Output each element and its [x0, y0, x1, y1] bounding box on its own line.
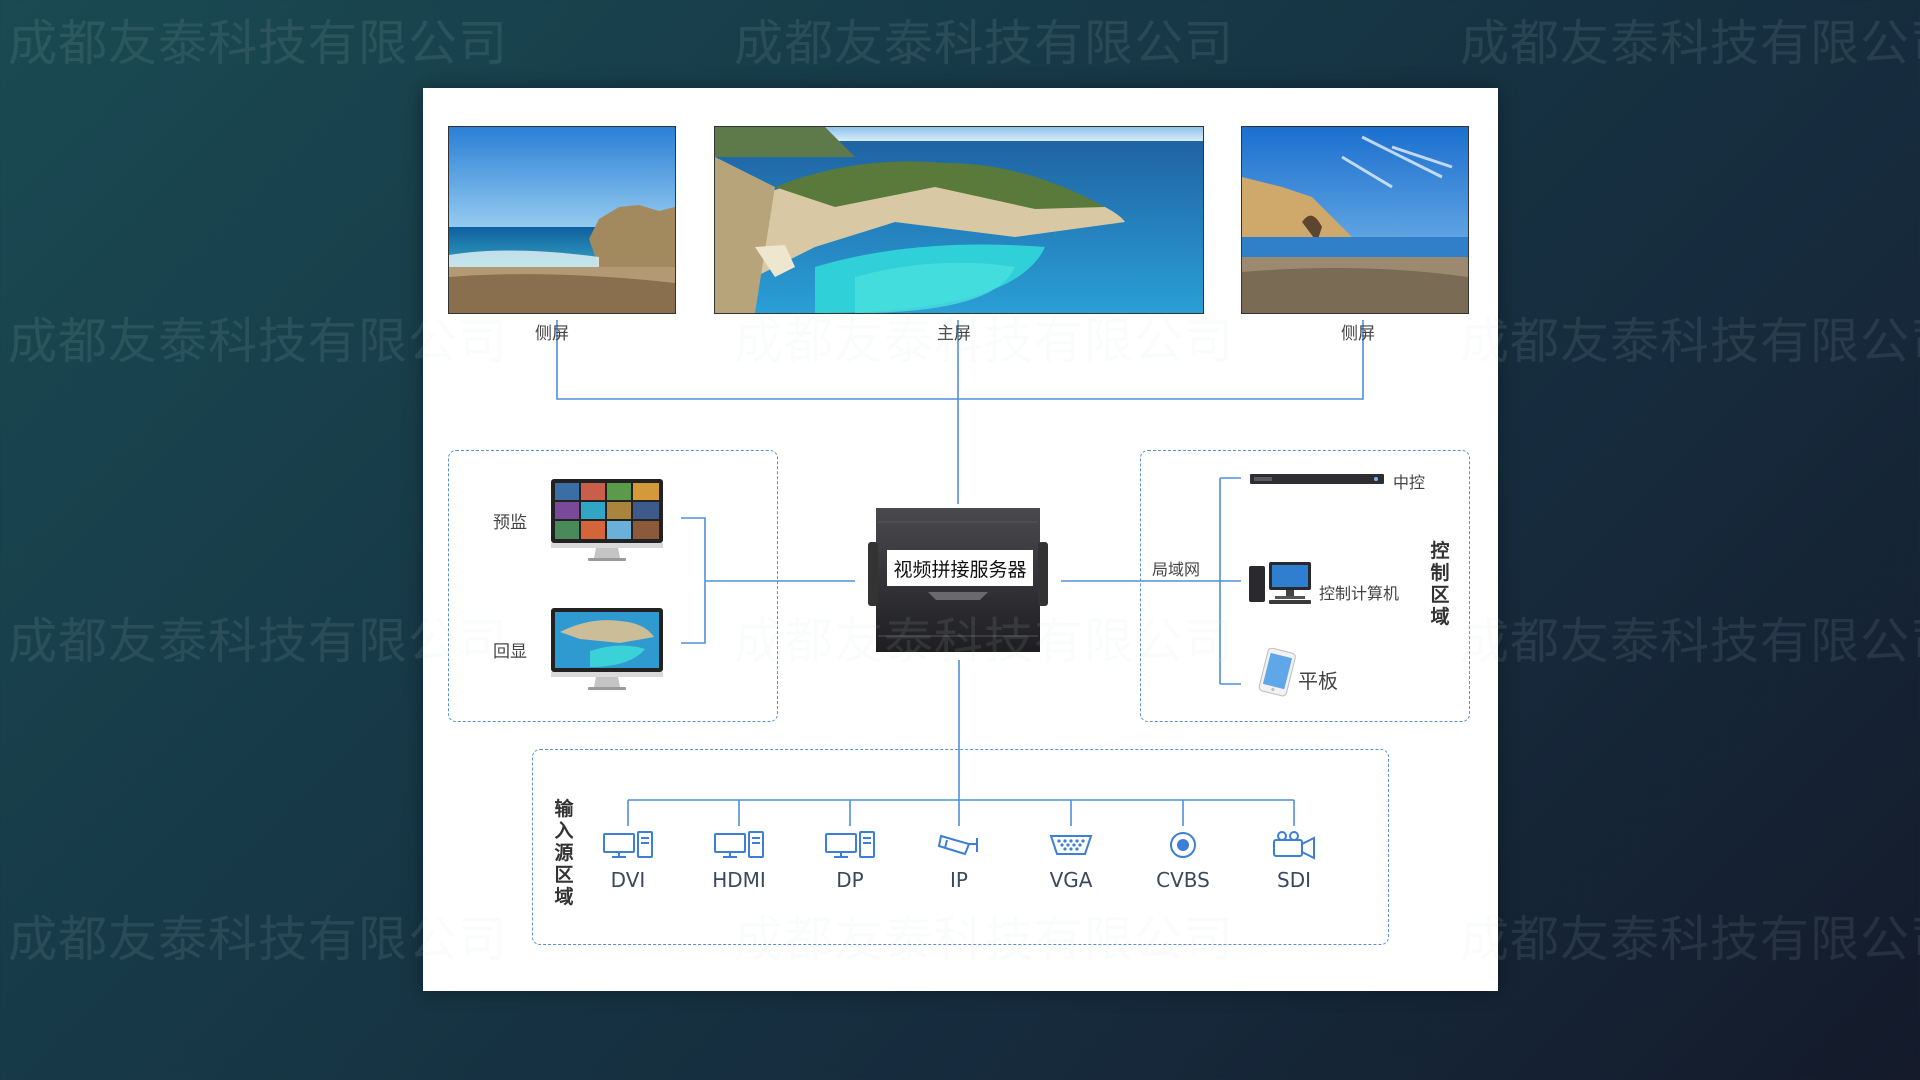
control-computer-label: 控制计算机: [1319, 584, 1400, 603]
input-source-dp: DP: [810, 830, 890, 892]
echo-label: 回显: [493, 642, 527, 662]
watermark: 成都友泰科技有限公司: [734, 15, 1235, 72]
input-source-name: CVBS: [1156, 868, 1210, 892]
central-control-device-icon: [1250, 474, 1384, 484]
input-source-name: VGA: [1049, 868, 1093, 892]
control-area: [1140, 450, 1470, 722]
input-source-vga: VGA: [1031, 830, 1111, 892]
monitoring-area: [448, 450, 778, 722]
right-side-screen: [1241, 126, 1469, 314]
watermark: 成都友泰科技有限公司: [1460, 613, 1920, 670]
main-screen: [714, 126, 1204, 314]
cove-image: [715, 127, 1203, 313]
right-side-screen-label: 侧屏: [1341, 324, 1375, 344]
control-area-label: 控制区域: [1430, 540, 1450, 628]
input-source-dvi: DVI: [588, 830, 668, 892]
left-side-screen: [448, 126, 676, 314]
monitor-pc-icon: [603, 831, 653, 858]
control-computer-icon: [1249, 562, 1311, 604]
watermark: 成都友泰科技有限公司: [1460, 911, 1920, 968]
monitor-pc-icon: [825, 831, 875, 858]
preview-monitor-icon: [551, 479, 663, 561]
monitor-pc-icon: [714, 831, 764, 858]
input-source-name: DVI: [610, 868, 646, 892]
input-source-sdi: SDI: [1254, 830, 1334, 892]
video-wall-server: 视频拼接服务器: [868, 508, 1048, 652]
diagram-panel: 侧屏 主屏 侧屏 预监 回显: [423, 88, 1498, 991]
main-screen-label: 主屏: [937, 324, 971, 344]
input-source-area: [532, 749, 1389, 945]
echo-monitor-icon: [551, 608, 663, 690]
input-source-name: HDMI: [712, 868, 766, 892]
watermark: 成都友泰科技有限公司: [1460, 313, 1920, 370]
input-source-name: IP: [950, 868, 968, 892]
cliff-image: [1242, 127, 1468, 313]
input-source-area-label: 输入源区域: [554, 798, 574, 908]
input-source-hdmi: HDMI: [699, 830, 779, 892]
tablet-label: 平板: [1298, 669, 1338, 693]
video-camera-icon: [1273, 831, 1315, 860]
ip-camera-icon: [937, 834, 978, 856]
vga-port-icon: [1049, 835, 1093, 855]
lan-label: 局域网: [1152, 560, 1201, 579]
input-source-name: SDI: [1277, 868, 1311, 892]
left-side-screen-label: 侧屏: [535, 324, 569, 344]
input-source-cvbs: CVBS: [1143, 830, 1223, 892]
input-source-ip: IP: [919, 830, 999, 892]
preview-label: 预监: [493, 513, 527, 533]
server-label: 视频拼接服务器: [887, 550, 1033, 586]
watermark: 成都友泰科技有限公司: [1460, 15, 1920, 72]
input-source-name: DP: [836, 868, 864, 892]
seascape-image: [449, 127, 675, 313]
tablet-icon: [1258, 648, 1296, 697]
cvbs-port-icon: [1170, 832, 1196, 858]
watermark: 成都友泰科技有限公司: [8, 15, 509, 72]
central-control-label: 中控: [1393, 473, 1426, 492]
connector-lines: [556, 320, 1364, 826]
